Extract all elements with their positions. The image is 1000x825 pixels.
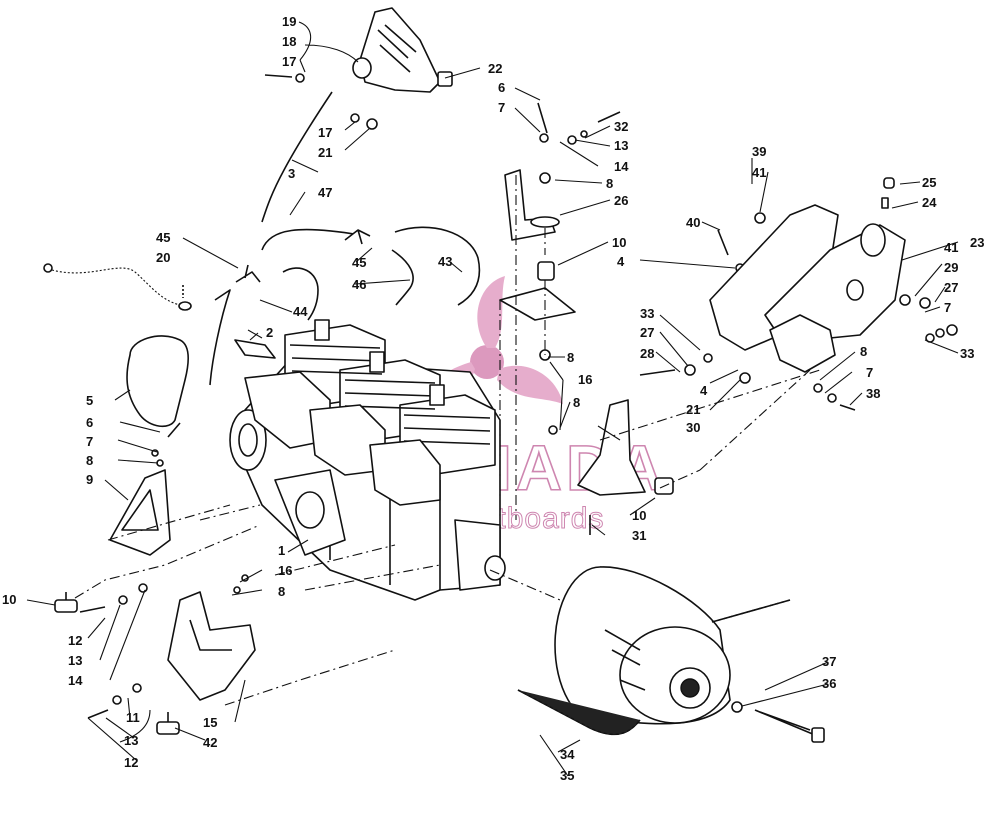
callout-8c: 8 [606,176,613,191]
callout-4b: 4 [700,383,708,398]
callout-19: 19 [282,14,296,29]
callout-4: 4 [617,254,625,269]
callout-2: 2 [266,325,273,340]
callout-8: 8 [86,453,93,468]
drive-belt [517,599,791,736]
callout-25: 25 [922,175,936,190]
callout-34: 34 [560,747,575,762]
callout-12b: 12 [124,755,138,770]
callout-16: 16 [278,563,292,578]
callout-7d: 7 [944,300,951,315]
callout-3: 3 [288,166,295,181]
callout-8e: 8 [573,395,580,410]
steering-arm-bracket [709,204,906,373]
callout-21b: 21 [686,402,700,417]
callout-41b: 41 [944,240,958,255]
callout-44: 44 [293,304,308,319]
rear-mount-bracket [109,469,171,556]
front-lower-bracket [499,287,646,496]
callout-31: 31 [632,528,646,543]
callout-12: 12 [68,633,82,648]
drive-clutch [554,566,731,725]
callout-40: 40 [686,215,700,230]
callout-8d: 8 [567,350,574,365]
callout-43: 43 [438,254,452,269]
callout-45: 45 [156,230,170,245]
callout-39: 39 [752,144,766,159]
callout-23: 23 [970,235,984,250]
callout-labels: 1 2 3 4 4 5 6 6 7 7 7 7 8 8 8 8 8 8 9 10… [2,14,984,783]
heat-shield [126,335,190,428]
callout-35: 35 [560,768,574,783]
callout-10b: 10 [612,235,626,250]
rubber-mounts [54,261,674,735]
callout-7b: 7 [498,100,505,115]
callout-27: 27 [640,325,654,340]
exhaust-manifold [244,371,441,506]
callout-22: 22 [488,61,502,76]
callout-7: 7 [86,434,93,449]
callout-1: 1 [278,543,285,558]
callout-20: 20 [156,250,170,265]
lower-mount-bracket [167,591,256,701]
callout-5: 5 [86,393,93,408]
callout-45b: 45 [352,255,366,270]
callout-13b: 13 [124,733,138,748]
callout-33: 33 [640,306,654,321]
callout-30: 30 [686,420,700,435]
alignment-centerlines [74,175,821,706]
callout-6: 6 [86,415,93,430]
tee-fittings [235,229,371,283]
gasket [234,339,276,359]
callout-8f: 8 [860,344,867,359]
callout-10: 10 [2,592,16,607]
callout-15: 15 [203,715,217,730]
callout-36: 36 [822,676,836,691]
callout-13: 13 [68,653,82,668]
callout-14: 14 [68,673,83,688]
callout-13c: 13 [614,138,628,153]
callout-8b: 8 [278,584,285,599]
fasteners [79,73,958,731]
callout-32: 32 [614,119,628,134]
callout-33b: 33 [960,346,974,361]
callout-21: 21 [318,145,332,160]
callout-18: 18 [282,34,296,49]
callout-9: 9 [86,472,93,487]
oil-tank-bracket [352,7,453,93]
callout-38: 38 [866,386,880,401]
callout-46: 46 [352,277,366,292]
callout-7c: 7 [866,365,873,380]
leader-lines [26,21,959,777]
callout-41: 41 [752,165,766,180]
hoses [209,91,481,386]
callout-26: 26 [614,193,628,208]
callout-47: 47 [318,185,332,200]
callout-14b: 14 [614,159,629,174]
callout-27b: 27 [944,280,958,295]
ground-cable [43,263,192,311]
front-upper-bracket [504,169,560,241]
callout-28: 28 [640,346,654,361]
callout-11: 11 [126,710,140,725]
callout-24: 24 [922,195,937,210]
callout-6b: 6 [498,80,505,95]
clutch-bolt [754,709,825,743]
callout-16b: 16 [578,372,592,387]
callout-42: 42 [203,735,217,750]
callout-17: 17 [282,54,296,69]
callout-29: 29 [944,260,958,275]
callout-37: 37 [822,654,836,669]
callout-10c: 10 [632,508,646,523]
callout-17b: 17 [318,125,332,140]
